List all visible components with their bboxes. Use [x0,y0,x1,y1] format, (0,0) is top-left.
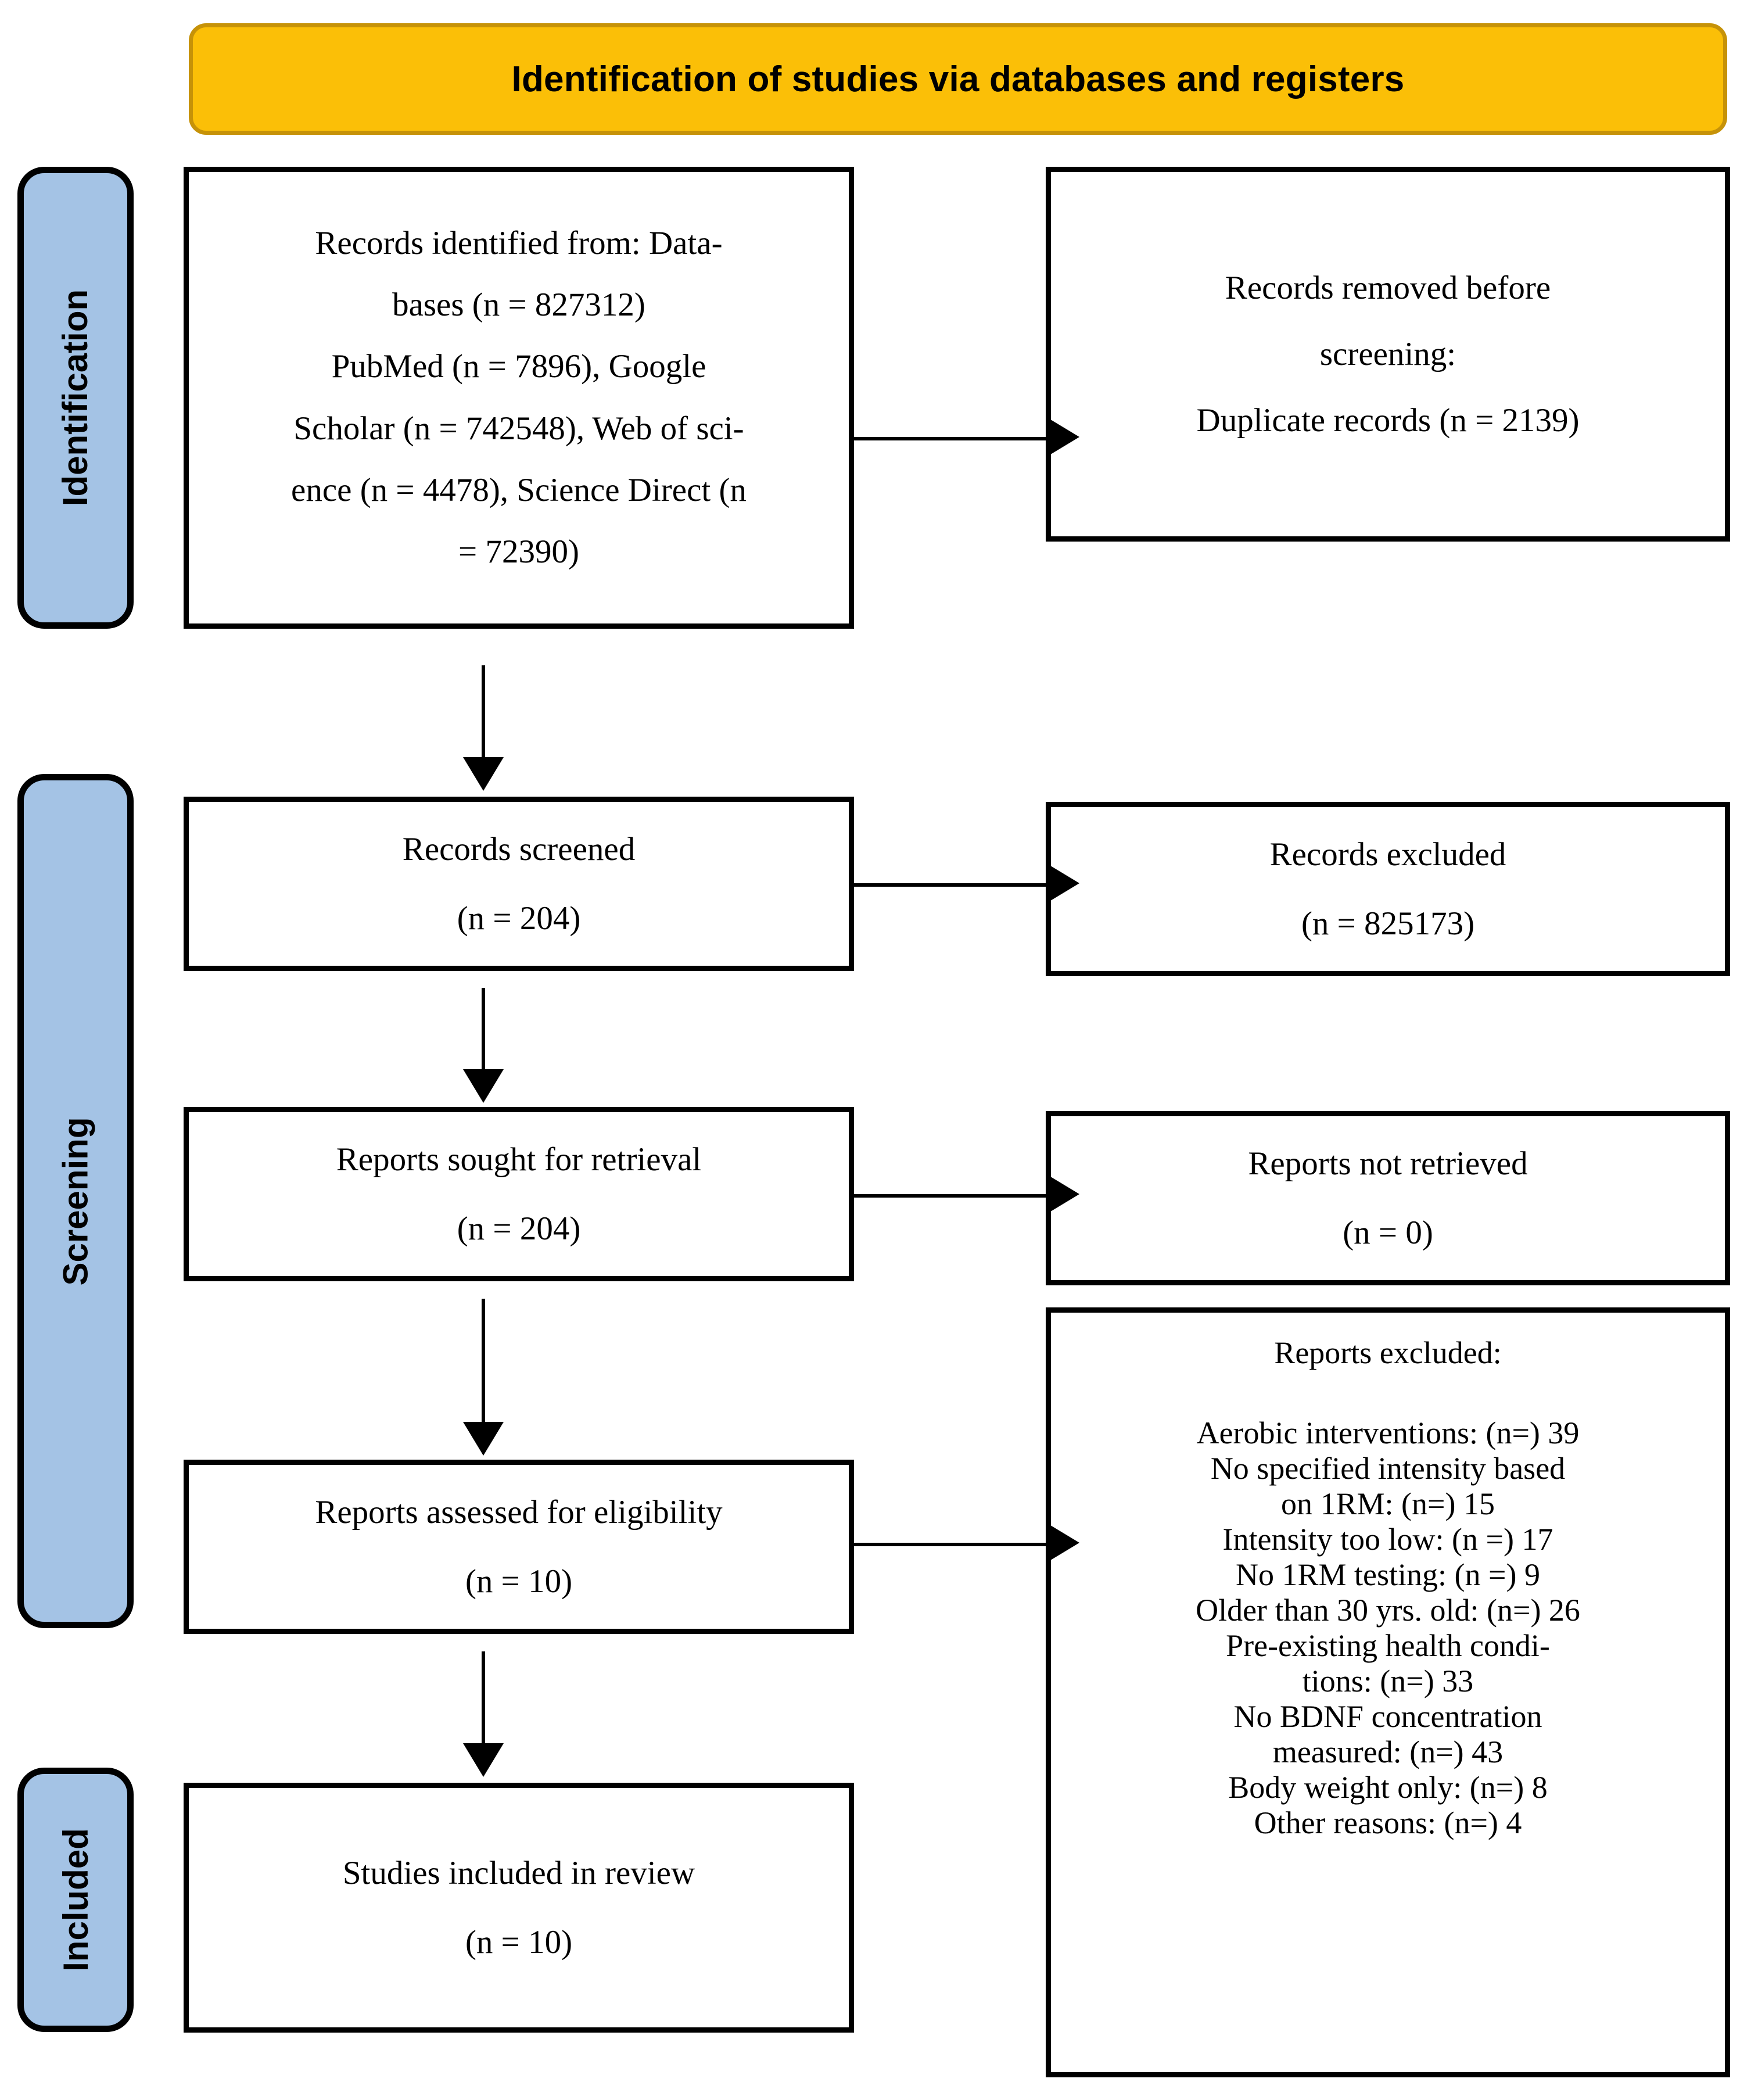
box-records-removed: Records removed before screening: Duplic… [1046,167,1730,542]
records-screened-label: Records screened [402,831,636,868]
records-identified-line-2: bases (n = 827312) [392,286,645,324]
connector-sought-to-assessed [482,1299,485,1428]
reason-item: No BDNF concentration [1233,1699,1542,1734]
arrowhead-right-icon [1046,1522,1079,1563]
reason-item: measured: (n=) 43 [1272,1735,1504,1769]
records-identified-line-1: Records identified from: Data- [315,225,723,262]
connector-screened-to-sought [482,988,485,1075]
connector-assessed-to-included [482,1651,485,1748]
connector-sought-to-not-retrieved [854,1194,1052,1198]
reports-not-retrieved-count: (n = 0) [1343,1214,1433,1251]
arrowhead-down-icon [463,1069,504,1103]
records-identified-line-6: = 72390) [458,533,579,570]
reports-excluded-reason-list: Aerobic interventions: (n=) 39 No specif… [1196,1417,1580,1843]
reason-item: tions: (n=) 33 [1302,1664,1474,1698]
reason-item: on 1RM: (n=) 15 [1281,1486,1495,1521]
records-screened-count: (n = 204) [457,900,581,937]
reports-assessed-label: Reports assessed for eligibility [315,1494,723,1531]
box-records-screened: Records screened (n = 204) [184,797,854,971]
reason-item: Other reasons: (n=) 4 [1254,1805,1522,1840]
reports-excluded-heading: Reports excluded: [1274,1335,1502,1370]
records-identified-line-4: Scholar (n = 742548), Web of sci- [293,410,744,447]
studies-included-count: (n = 10) [465,1924,573,1961]
arrowhead-right-icon [1046,417,1079,457]
connector-assessed-to-reports-excluded [854,1543,1052,1546]
records-identified-line-5: ence (n = 4478), Science Direct (n [291,471,747,508]
stage-rail-included: Included [17,1768,134,2032]
stage-label-identification: Identification [56,289,95,507]
reports-assessed-count: (n = 10) [465,1563,573,1600]
stage-rail-identification: Identification [17,167,134,629]
records-removed-line-1: Records removed before [1225,269,1551,306]
arrowhead-right-icon [1046,1174,1079,1214]
box-reports-sought: Reports sought for retrieval (n = 204) [184,1107,854,1281]
reason-item: Intensity too low: (n =) 17 [1222,1522,1553,1557]
reports-sought-label: Reports sought for retrieval [336,1141,702,1178]
reason-item: Older than 30 yrs. old: (n=) 26 [1196,1593,1580,1628]
reason-item: No 1RM testing: (n =) 9 [1236,1557,1540,1592]
arrowhead-down-icon [463,1743,504,1777]
banner-identification-header: Identification of studies via databases … [189,23,1727,135]
connector-identified-to-removed [854,437,1052,440]
records-removed-line-3: Duplicate records (n = 2139) [1196,402,1580,439]
box-reports-excluded-reasons: Reports excluded: Aerobic interventions:… [1046,1307,1730,2077]
records-identified-line-3: PubMed (n = 7896), Google [331,348,706,385]
box-records-identified: Records identified from: Data- bases (n … [184,167,854,629]
records-excluded-count: (n = 825173) [1301,905,1475,942]
arrowhead-right-icon [1046,863,1079,904]
connector-screened-to-excluded [854,883,1052,887]
reason-item: Aerobic interventions: (n=) 39 [1196,1415,1580,1450]
stage-rail-screening: Screening [17,774,134,1628]
reports-not-retrieved-label: Reports not retrieved [1248,1145,1528,1182]
stage-label-screening: Screening [56,1116,95,1286]
reason-item: Pre-existing health condi- [1226,1628,1550,1663]
box-reports-assessed: Reports assessed for eligibility (n = 10… [184,1460,854,1634]
box-reports-not-retrieved: Reports not retrieved (n = 0) [1046,1111,1730,1285]
box-studies-included: Studies included in review (n = 10) [184,1783,854,2033]
reports-sought-count: (n = 204) [457,1210,581,1247]
records-excluded-label: Records excluded [1269,836,1506,873]
records-removed-line-2: screening: [1319,335,1456,372]
reason-item: Body weight only: (n=) 8 [1228,1770,1548,1805]
connector-identified-to-screened [482,665,485,763]
studies-included-label: Studies included in review [342,1855,695,1891]
box-records-excluded: Records excluded (n = 825173) [1046,802,1730,976]
arrowhead-down-icon [463,757,504,791]
stage-label-included: Included [56,1828,95,1972]
arrowhead-down-icon [463,1422,504,1456]
reason-item: No specified intensity based [1210,1451,1566,1486]
banner-title: Identification of studies via databases … [511,59,1405,99]
